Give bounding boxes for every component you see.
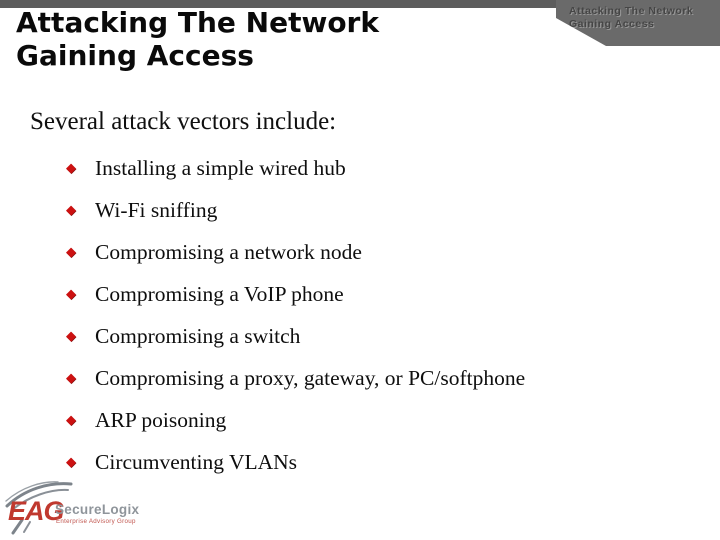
header-box-line2: Gaining Access	[569, 18, 655, 30]
logo-acronym: EAG	[8, 496, 65, 526]
list-item-label: Compromising a proxy, gateway, or PC/sof…	[95, 365, 526, 390]
list-item: ◆ Compromising a VoIP phone	[66, 274, 686, 316]
diamond-bullet-icon: ◆	[66, 454, 76, 470]
diamond-bullet-icon: ◆	[66, 161, 76, 177]
list-item-label: Compromising a switch	[95, 324, 301, 348]
list-item: ◆ Wi-Fi sniffing	[66, 190, 686, 232]
slide-title: Attacking The Network Gaining Access	[16, 6, 379, 72]
list-item: ◆ Compromising a switch	[66, 316, 686, 358]
slide-title-line2: Gaining Access	[16, 39, 254, 72]
logo-tagline: Enterprise Advisory Group	[56, 518, 136, 525]
top-strip	[0, 0, 720, 8]
list-item: ◆ Circumventing VLANs	[66, 441, 686, 483]
list-item-label: Circumventing VLANs	[95, 449, 298, 474]
diamond-bullet-icon: ◆	[66, 203, 76, 219]
diamond-bullet-icon: ◆	[66, 329, 76, 344]
list-item-label: Compromising a network node	[95, 240, 362, 265]
header-box: Attacking The Network Gaining Access	[556, 0, 720, 46]
diamond-bullet-icon: ◆	[66, 370, 76, 386]
logo-company-name: SecureLogix	[55, 502, 140, 517]
list-item: ◆ Compromising a proxy, gateway, or PC/s…	[66, 357, 686, 399]
header-box-line1: Attacking The Network	[569, 5, 694, 17]
slide-title-line1: Attacking The Network	[16, 6, 379, 39]
intro-text: Several attack vectors include:	[30, 108, 337, 135]
securelogix-logo: EAG SecureLogix Enterprise Advisory Grou…	[5, 481, 140, 535]
list-item-label: Wi-Fi sniffing	[95, 198, 218, 223]
list-item-label: Compromising a VoIP phone	[95, 282, 344, 307]
list-item: ◆ Compromising a network node	[66, 232, 686, 274]
list-item-label: Installing a simple wired hub	[95, 156, 346, 181]
diamond-bullet-icon: ◆	[66, 287, 76, 303]
diamond-bullet-icon: ◆	[66, 412, 76, 428]
list-item: ◆ ARP poisoning	[66, 399, 686, 441]
diamond-bullet-icon: ◆	[66, 245, 76, 261]
list-item: ◆ Installing a simple wired hub	[66, 148, 686, 190]
list-item-label: ARP poisoning	[95, 407, 227, 432]
bullet-list: ◆ Installing a simple wired hub ◆ Wi-Fi …	[66, 148, 686, 483]
logo-swoosh-icon	[5, 481, 73, 535]
